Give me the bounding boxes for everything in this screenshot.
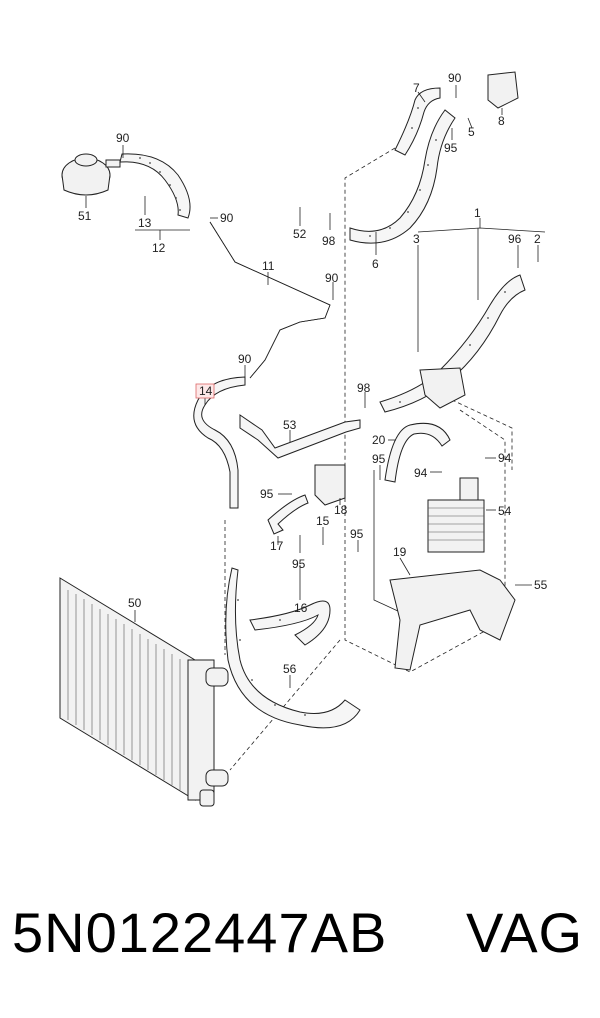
callout-96: 96 <box>508 232 522 246</box>
pipe-53 <box>239 414 361 459</box>
callout-2: 2 <box>534 232 541 246</box>
bracket-55 <box>389 569 516 671</box>
part-number: 5N0122447AB <box>12 901 388 964</box>
callout-50: 50 <box>128 596 142 610</box>
callout-98: 98 <box>322 234 336 248</box>
hose-20 <box>384 422 451 483</box>
callout-51: 51 <box>78 209 92 223</box>
callout-95: 95 <box>292 557 306 571</box>
callout-16: 16 <box>294 601 308 615</box>
callout-52: 52 <box>293 227 307 241</box>
leader-lines <box>85 85 546 688</box>
callout-11: 11 <box>262 259 275 273</box>
callout-14-box <box>195 383 215 399</box>
callout-90: 90 <box>220 211 234 225</box>
callout-5: 5 <box>468 125 475 139</box>
callout-8: 8 <box>498 114 505 128</box>
callout-12: 12 <box>152 241 166 255</box>
callout-13: 13 <box>138 216 152 230</box>
callout-17: 17 <box>270 539 284 553</box>
hose-12-dots <box>139 157 181 211</box>
callout-14: 14 <box>199 384 213 398</box>
callout-15: 15 <box>316 514 330 528</box>
callout-94: 94 <box>414 466 428 480</box>
hose-56 <box>225 567 361 729</box>
callout-53: 53 <box>283 418 297 432</box>
hose-1 <box>379 274 526 413</box>
callout-90: 90 <box>448 71 462 85</box>
oil-cooler <box>427 477 485 553</box>
callout-54: 54 <box>498 504 512 518</box>
callout-55: 55 <box>534 578 548 592</box>
brand-label: VAG <box>466 901 584 964</box>
valve-18 <box>314 464 346 506</box>
callout-90: 90 <box>238 352 252 366</box>
callout-95: 95 <box>372 452 386 466</box>
callout-19: 19 <box>393 545 407 559</box>
callout-56: 56 <box>283 662 297 676</box>
cap-8 <box>487 71 519 109</box>
callout-90: 90 <box>325 271 339 285</box>
pipe-11 <box>209 221 331 379</box>
callout-95: 95 <box>350 527 364 541</box>
expansion-tank <box>61 153 121 196</box>
callout-95: 95 <box>444 141 458 155</box>
callout-3: 3 <box>413 232 420 246</box>
callout-20: 20 <box>372 433 386 447</box>
hose-17 <box>267 494 309 535</box>
radiator <box>59 577 229 807</box>
callout-labels: 7 90 8 5 95 90 51 13 12 90 52 98 6 1 3 9… <box>78 71 548 676</box>
callout-1: 1 <box>474 206 481 220</box>
hose-12 <box>119 153 191 219</box>
callout-95: 95 <box>260 487 274 501</box>
hose-14 <box>193 376 246 509</box>
callout-90: 90 <box>116 131 130 145</box>
callout-94: 94 <box>498 451 512 465</box>
callout-18: 18 <box>334 503 348 517</box>
hose-6-7 <box>349 87 456 244</box>
callout-98: 98 <box>357 381 371 395</box>
callout-7: 7 <box>413 81 420 95</box>
callout-6: 6 <box>372 257 379 271</box>
